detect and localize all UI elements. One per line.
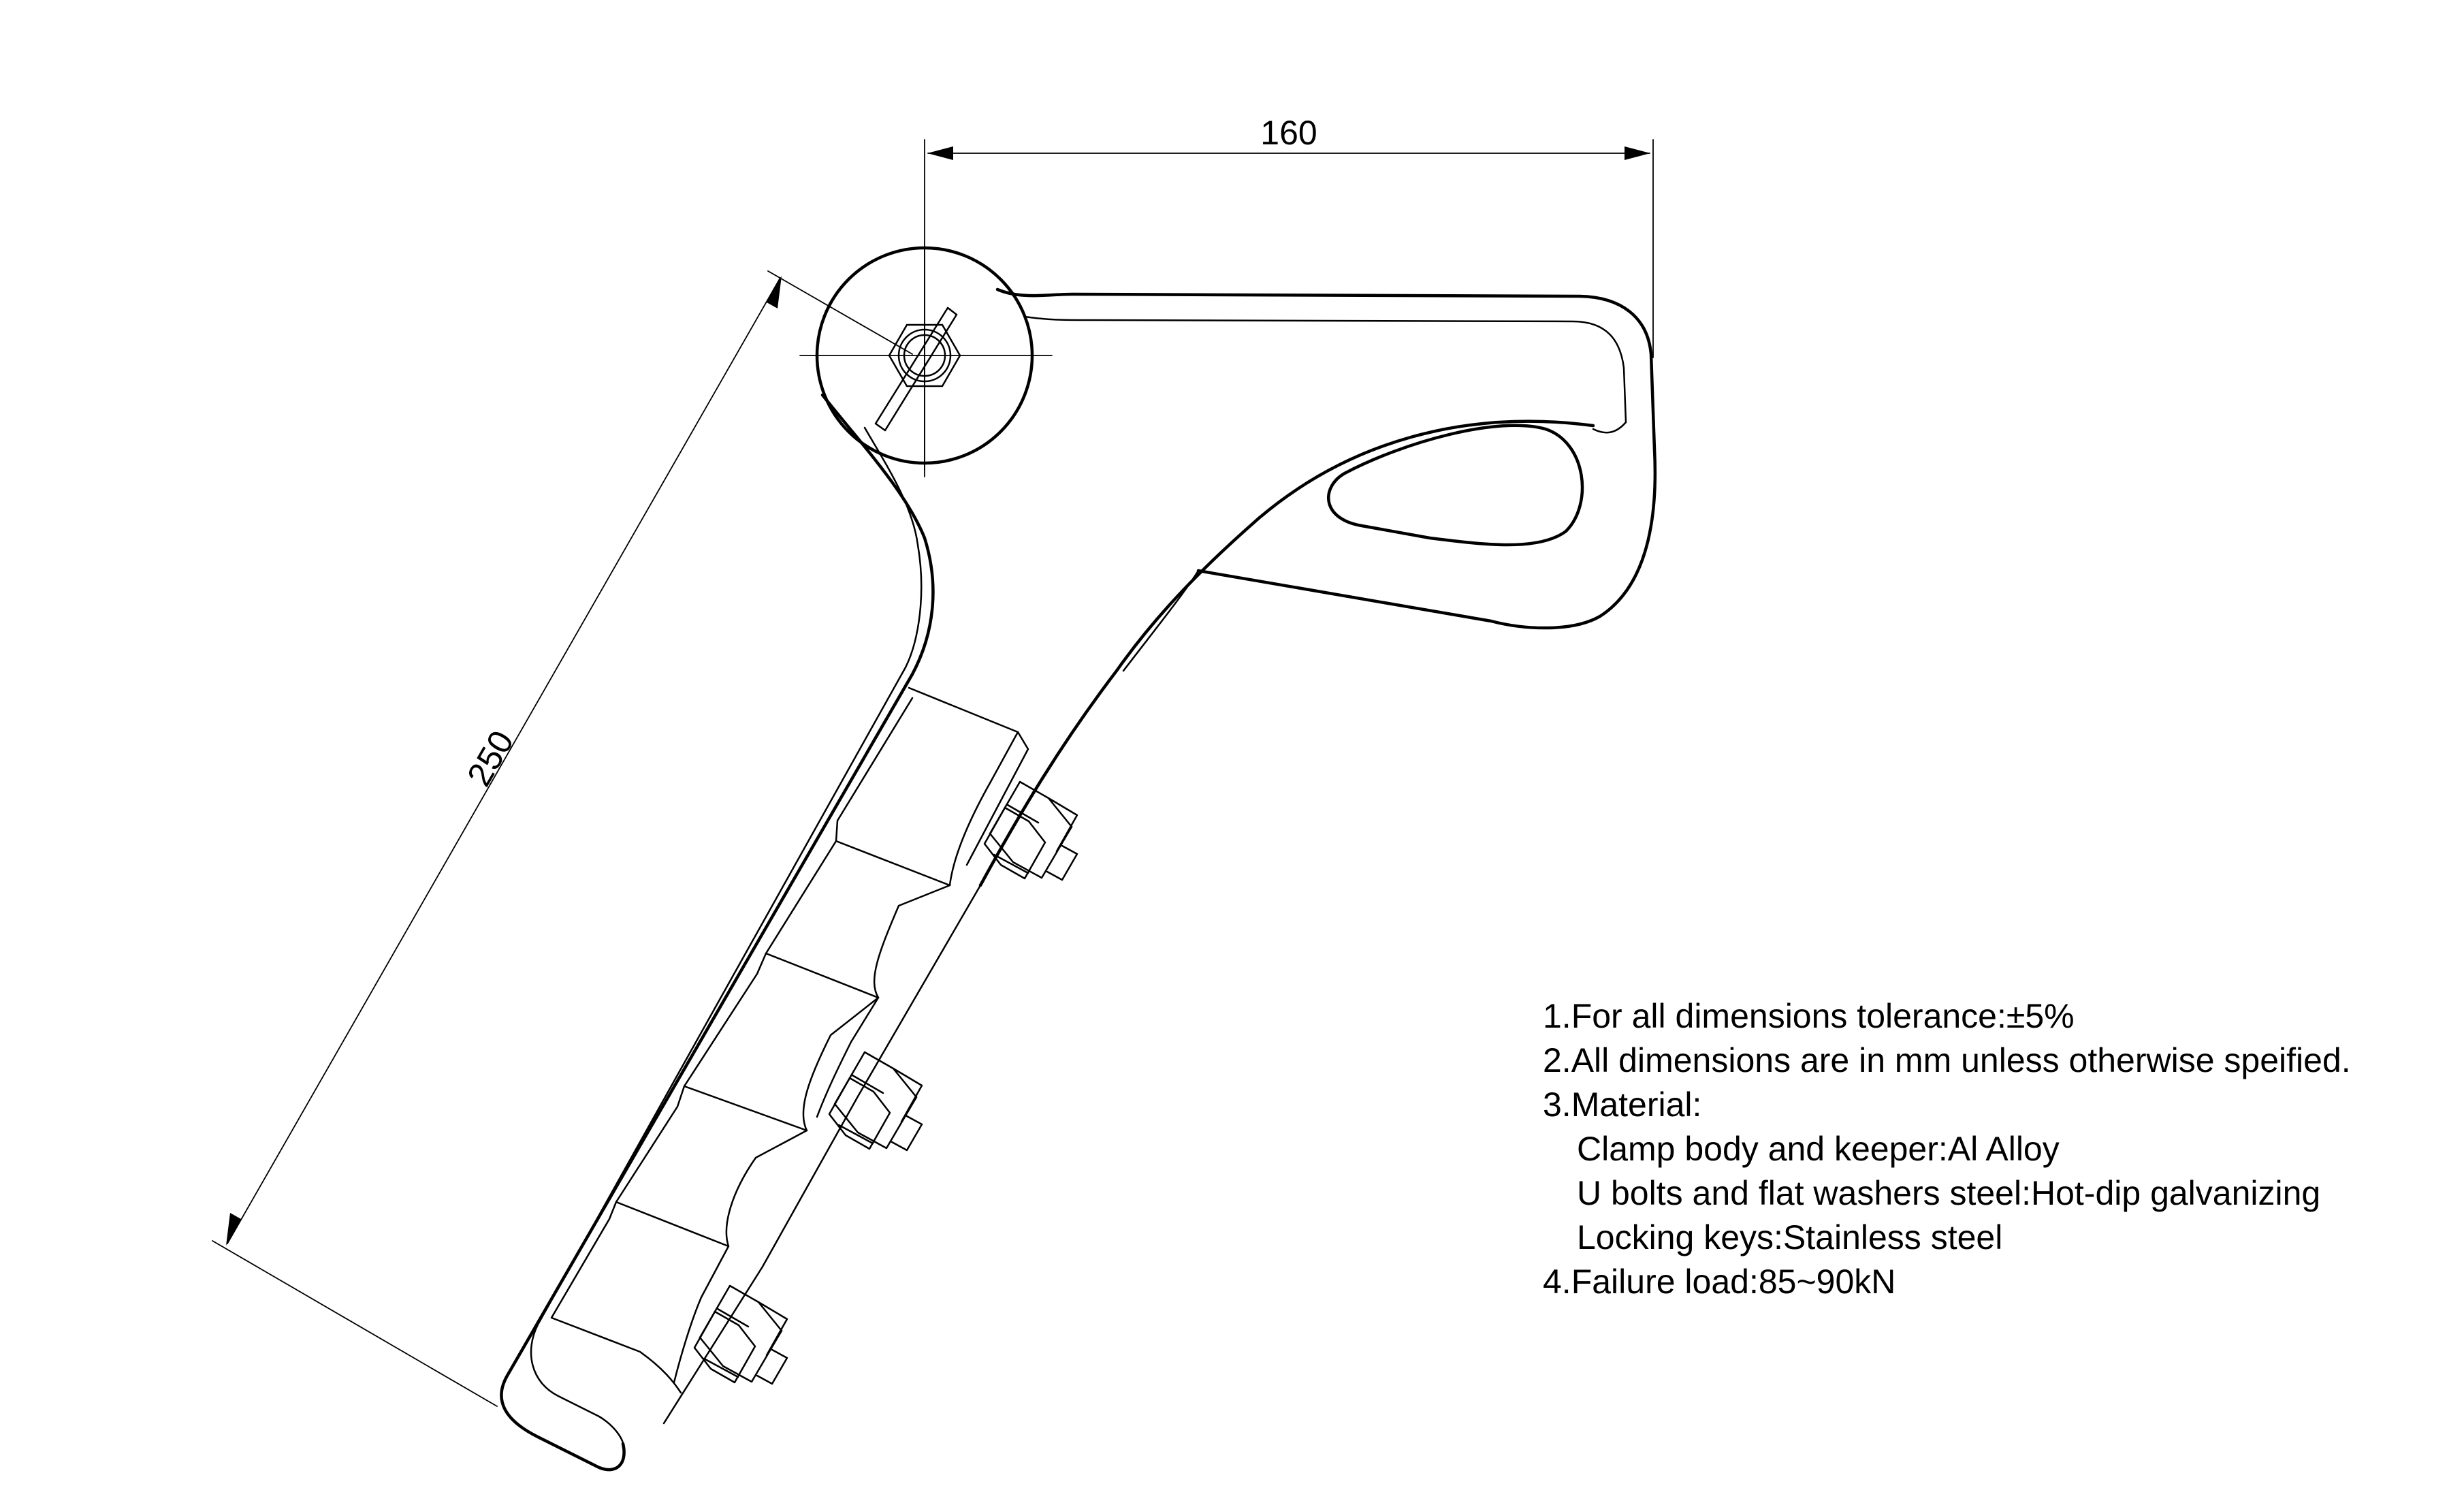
arm-nose: [1196, 447, 1657, 630]
pivot-disc: [815, 246, 1034, 465]
saddle-segment-1-side: [835, 697, 914, 842]
pivot-nut-hex: [888, 323, 961, 387]
nut-2-flat: [851, 1074, 884, 1094]
nut-3-flat-2: [703, 1357, 739, 1378]
width-dimension: 160: [924, 114, 1654, 471]
height-arrow-bottom: [226, 1213, 241, 1246]
keeper-segments: [550, 686, 1029, 1394]
nut-1-flat: [1006, 804, 1040, 824]
height-arrow-top: [767, 276, 782, 308]
clamp-body: [500, 287, 1657, 1472]
u-bolt-nut-1: [983, 780, 1078, 881]
pivot-neck-inner: [863, 426, 923, 669]
arm-nose-inner: [1592, 421, 1627, 434]
arm-underside-rib: [1122, 569, 1200, 672]
saddle-segment-2-tick: [756, 952, 767, 975]
note-material-keys: Locking keys:Stainless steel: [1577, 1218, 2003, 1256]
height-dimension-line: [227, 277, 781, 1244]
saddle-segment-4: [615, 1085, 808, 1248]
nut-3-shank: [756, 1348, 788, 1385]
note-tolerance: 1.For all dimensions tolerance:±5%: [1543, 997, 2075, 1035]
cable-groove-slot: [1327, 424, 1584, 547]
height-extension-bottom: [212, 1240, 498, 1407]
nut-3-washer: [693, 1310, 756, 1384]
width-arrow-right: [1625, 146, 1650, 160]
nut-1-thread: [1047, 797, 1078, 853]
back-outer: [500, 672, 914, 1472]
saddle-segment-3-chamfer: [816, 996, 880, 1118]
pivot-bolt-outer: [897, 328, 952, 383]
arm-inner-edge: [1023, 315, 1627, 424]
height-dimension-label: 250: [460, 724, 521, 792]
height-extension-top: [767, 270, 913, 355]
note-material-bolts: U bolts and flat washers steel:Hot-dip g…: [1577, 1174, 2321, 1212]
saddle-segment-1: [835, 686, 1019, 887]
width-dimension-label: 160: [1260, 114, 1317, 152]
note-material-heading: 3.Material:: [1543, 1086, 1702, 1124]
u-bolt-nut-3: [693, 1284, 788, 1385]
nut-2-washer: [828, 1077, 891, 1150]
pivot-assembly: [799, 246, 1053, 477]
nut-2-shank: [891, 1115, 923, 1152]
locking-key: [874, 306, 958, 432]
saddle-segment-5: [550, 1201, 682, 1394]
nut-3-thread: [757, 1301, 788, 1357]
pivot-bolt-inner: [903, 334, 946, 377]
u-bolt-nut-2: [828, 1051, 923, 1152]
saddle-segment-2: [765, 840, 951, 999]
nut-1-shank: [1046, 844, 1078, 881]
nut-2-thread: [892, 1067, 923, 1123]
note-units: 2.All dimensions are in mm unless otherw…: [1543, 1041, 2351, 1079]
back-inner: [530, 666, 907, 1445]
saddle-segment-5-chamfer: [673, 1245, 730, 1384]
arm-underside: [978, 420, 1595, 887]
nut-1-washer: [983, 806, 1046, 880]
keeper-edge: [662, 884, 982, 1425]
saddle-segment-1-chamfer: [965, 731, 1029, 866]
specification-notes: 1.For all dimensions tolerance:±5% 2.All…: [1543, 994, 2442, 1304]
note-failure-load: 4.Failure load:85~90kN: [1543, 1263, 1896, 1301]
nut-3-flat: [716, 1308, 750, 1328]
pivot-neck-outer: [820, 393, 935, 676]
nut-2-flat-2: [837, 1124, 874, 1145]
width-arrow-left: [927, 146, 953, 160]
height-dimension: 250: [212, 270, 913, 1407]
note-material-body: Clamp body and keeper:Al Alloy: [1577, 1130, 2060, 1168]
saddle-segment-3: [683, 972, 880, 1132]
nut-1-flat-2: [993, 853, 1029, 874]
arm-upper-edge: [995, 287, 1657, 452]
